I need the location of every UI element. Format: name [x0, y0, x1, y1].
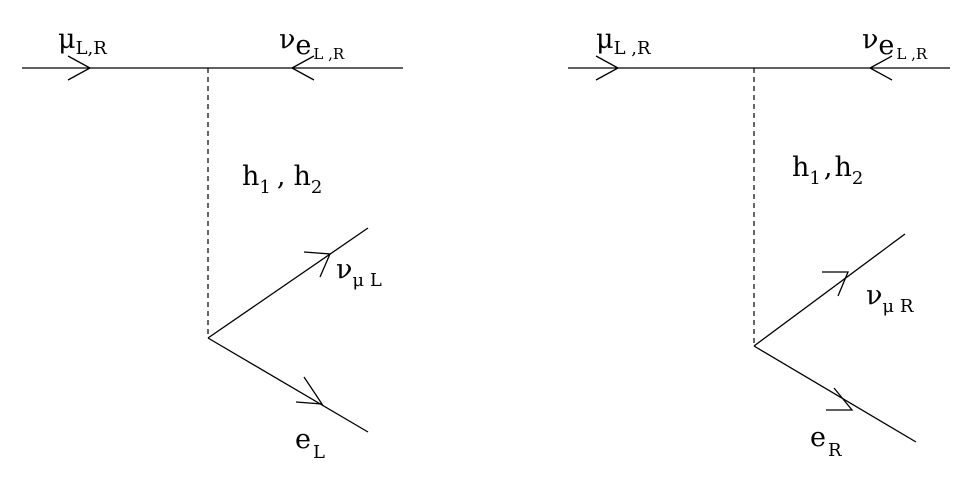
muon-neutrino-label: νμ R	[866, 280, 914, 317]
higgs-label: h1,h2	[242, 161, 322, 198]
outgoing-muon-neutrino-line	[207, 227, 369, 339]
outgoing-muon-neutrino-line	[753, 233, 906, 347]
muon-label: μL,R	[58, 24, 107, 59]
electron-arrow	[826, 387, 854, 411]
muon-neutrino-arrow	[303, 251, 331, 278]
muon-label: μL ,R	[596, 24, 651, 59]
muon-arrow	[595, 55, 620, 81]
higgs-label: h1,h2	[792, 152, 863, 189]
electron-arrow	[295, 376, 324, 405]
muon-neutrino-arrow	[822, 271, 849, 297]
neutrino-arrow	[868, 55, 893, 81]
outgoing-electron-line	[207, 337, 369, 433]
muon-neutrino-label: νμ L	[336, 254, 382, 291]
neutrino-arrow	[290, 55, 315, 81]
muon-arrow	[67, 55, 92, 81]
outgoing-electron-line	[753, 345, 917, 443]
